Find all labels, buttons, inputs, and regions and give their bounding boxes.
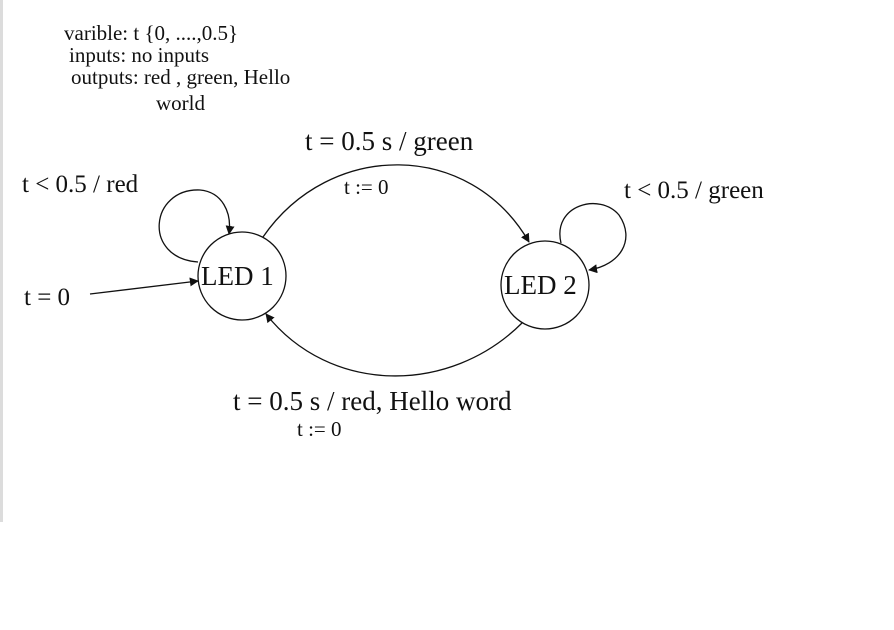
led2-self-loop-arrow <box>559 203 627 274</box>
panel-left-border <box>0 0 3 522</box>
state-led2-label: LED 2 <box>504 270 577 300</box>
led1-to-led2-guard-label: t = 0.5 s / green <box>305 126 474 156</box>
outputs-declaration: outputs: red , green, Hello <box>71 65 291 89</box>
initial-transition-label: t = 0 <box>24 284 71 311</box>
state-led2-circle <box>500 240 590 330</box>
variable-declaration: varible: t {0, ....,0.5} <box>64 21 239 45</box>
led1-self-loop-arrow <box>158 189 235 263</box>
led2-to-led1-action-label: t := 0 <box>297 417 342 441</box>
initial-transition-arrow <box>89 277 199 295</box>
inputs-declaration: inputs: no inputs <box>69 43 210 67</box>
led2-self-loop-label: t < 0.5 / green <box>624 177 764 204</box>
led1-self-loop-label: t < 0.5 / red <box>22 171 139 198</box>
led2-to-led1-guard-label: t = 0.5 s / red, Hello word <box>233 386 512 416</box>
led1-to-led2-action-label: t := 0 <box>344 175 389 199</box>
transition-led1-to-led2-arrow <box>262 164 530 243</box>
outputs-declaration-continued: world <box>156 91 205 115</box>
state-led1-circle <box>197 231 287 321</box>
state-led1-label: LED 1 <box>201 261 274 291</box>
transition-led2-to-led1-arrow <box>265 313 523 377</box>
